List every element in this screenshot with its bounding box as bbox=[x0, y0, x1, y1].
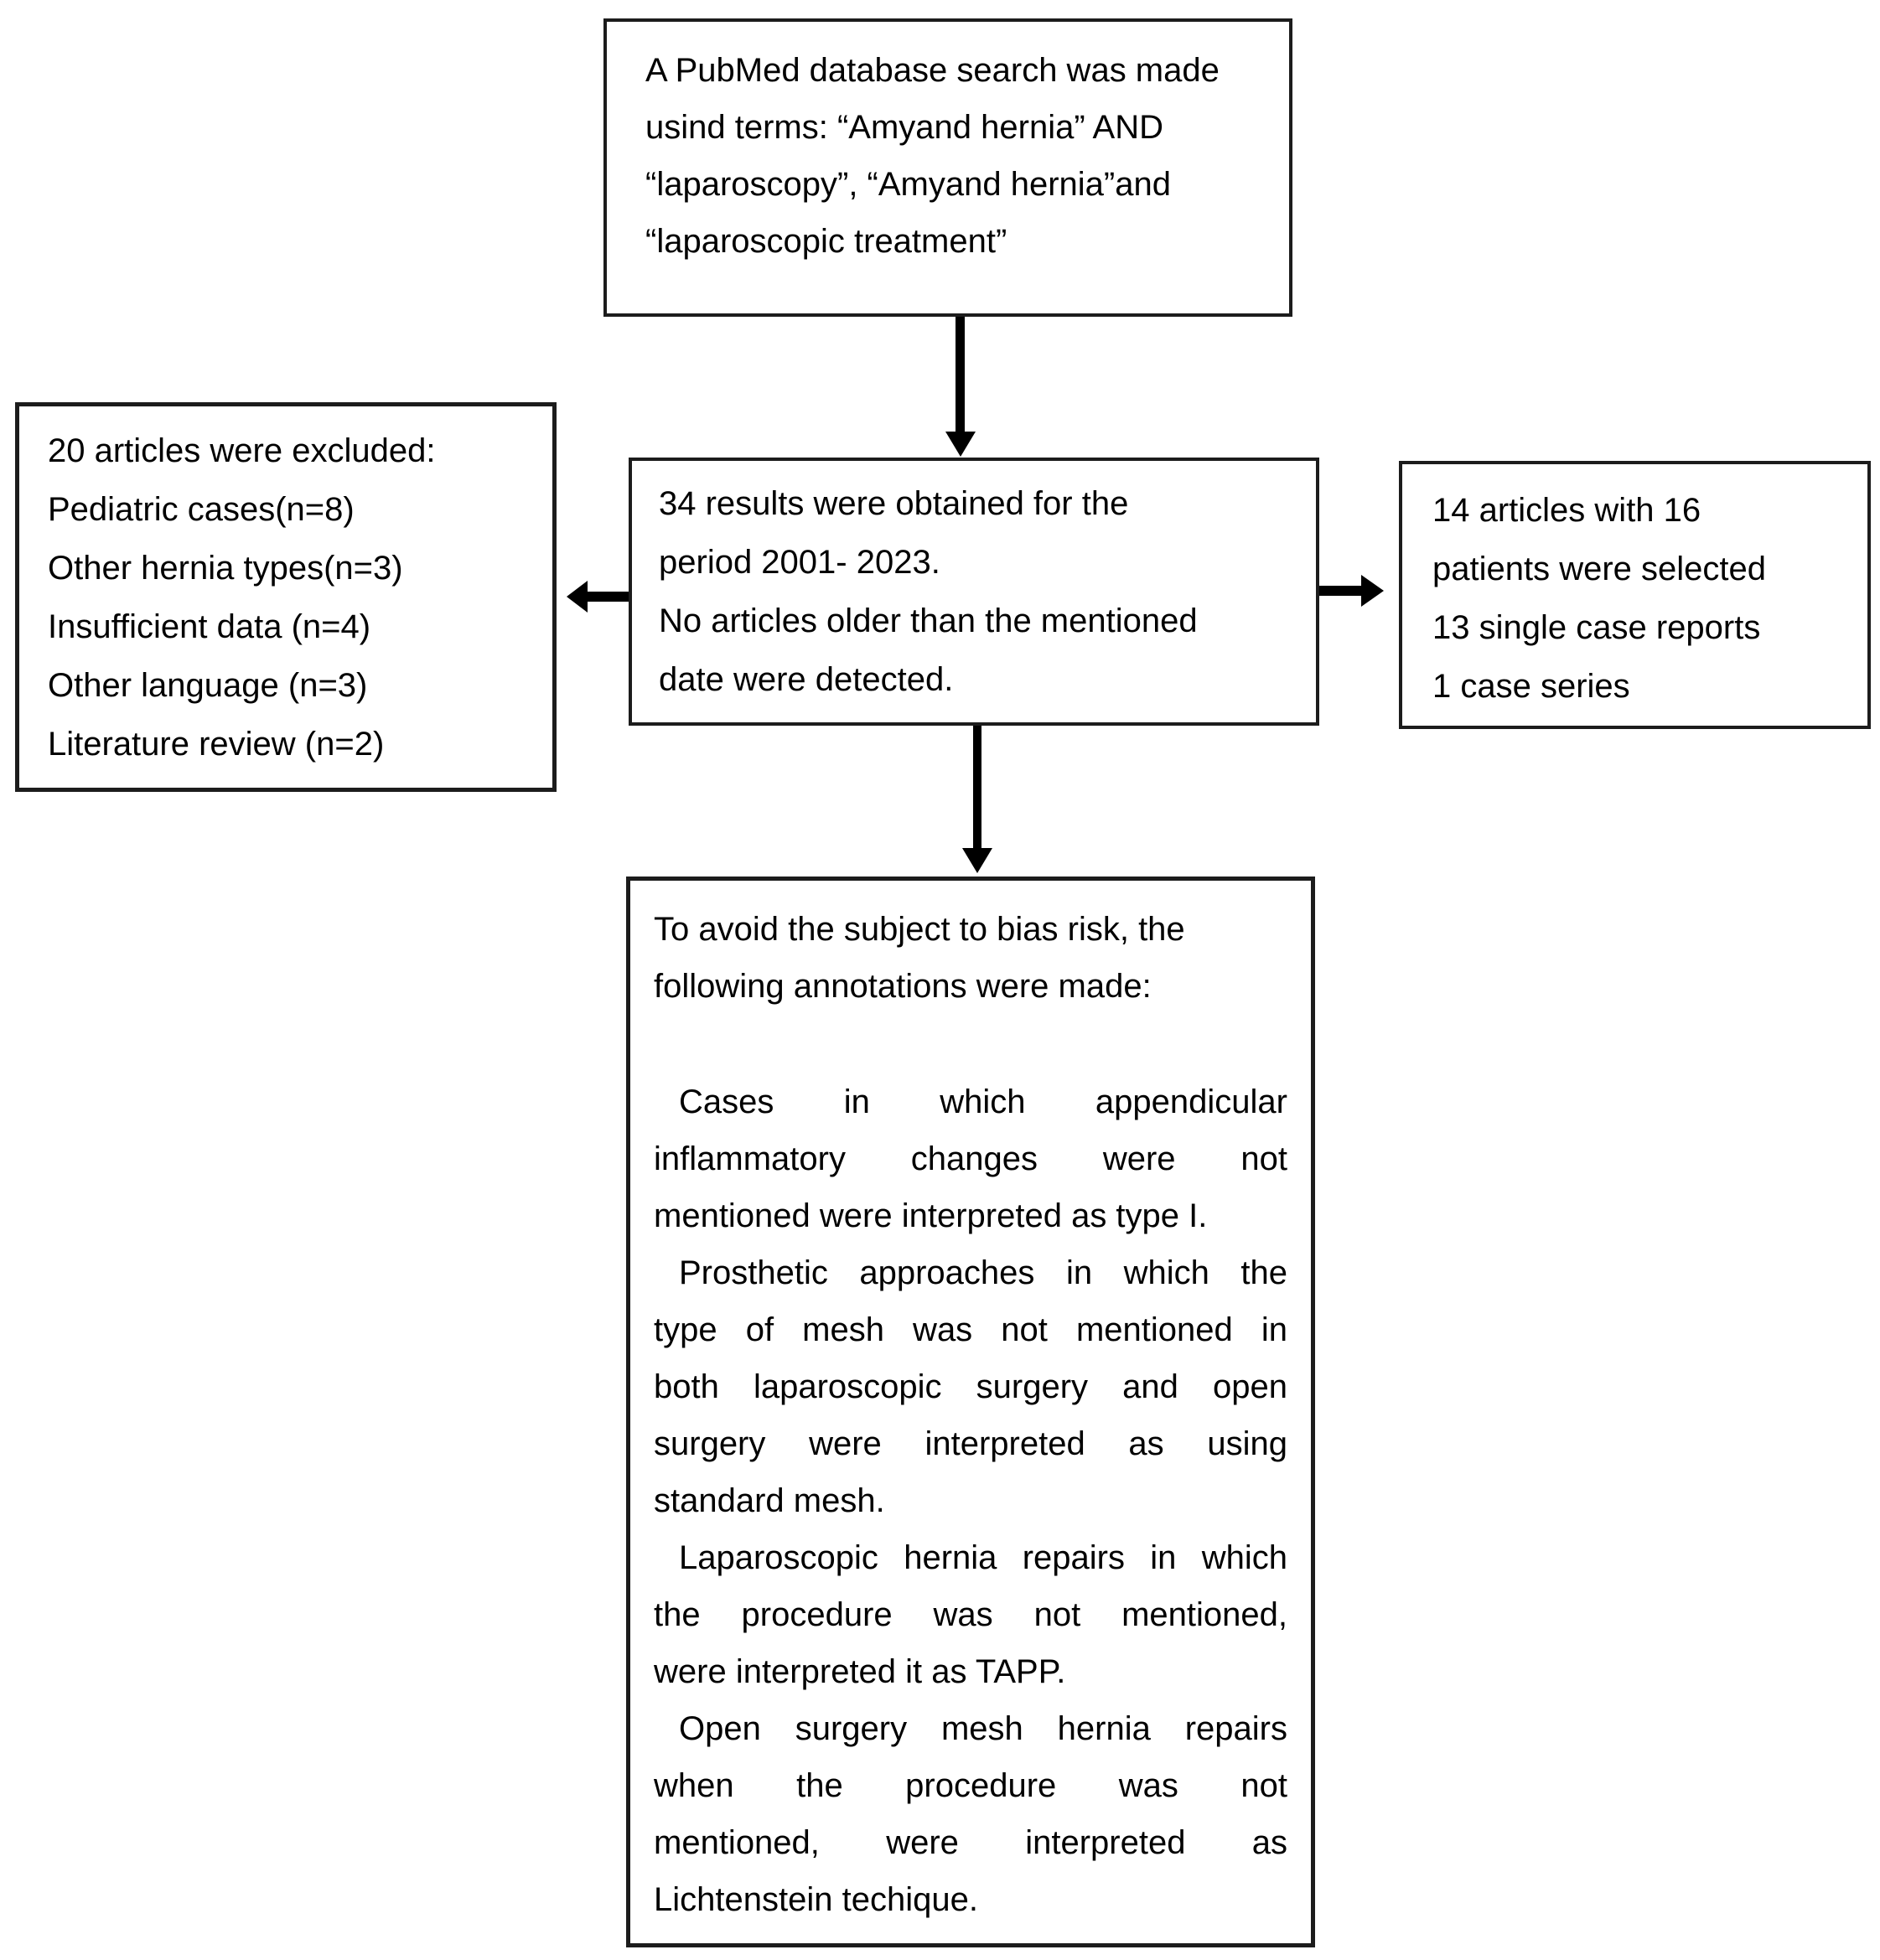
arrow-down-icon bbox=[962, 848, 992, 873]
text-line: Laparoscopic hernia repairs in which bbox=[679, 1539, 1287, 1576]
text-line: Other language (n=3) bbox=[48, 667, 368, 704]
arrow-results-to-annotations-shaft bbox=[973, 726, 981, 850]
text-line: mentioned, were interpreted as bbox=[654, 1824, 1287, 1861]
paragraph: Prosthetic approaches in which the type o… bbox=[654, 1244, 1287, 1529]
arrow-down-icon bbox=[945, 432, 976, 457]
text-line: Open surgery mesh hernia repairs bbox=[679, 1710, 1287, 1747]
annotations-paragraphs: Cases in which appendicular inflammatory … bbox=[654, 1073, 1287, 1928]
text-line: “laparoscopy”, “Amyand hernia”and bbox=[645, 166, 1171, 203]
text-line: “laparoscopic treatment” bbox=[645, 223, 1007, 260]
arrow-left-icon bbox=[567, 581, 588, 613]
text-line: A PubMed database search was made bbox=[645, 52, 1220, 89]
search-results-box: 34 results were obtained for the period 2… bbox=[629, 458, 1319, 726]
text-line: period 2001- 2023. bbox=[659, 544, 940, 581]
text-line: usind terms: “Amyand hernia” AND bbox=[645, 109, 1164, 146]
text-line: inflammatory changes were not bbox=[654, 1140, 1287, 1177]
text-line: Prosthetic approaches in which the bbox=[679, 1254, 1287, 1291]
paragraph: Laparoscopic hernia repairs in which the … bbox=[654, 1529, 1287, 1700]
selected-articles-box: 14 articles with 16 patients were selecte… bbox=[1399, 461, 1871, 729]
text-line: 34 results were obtained for the bbox=[659, 485, 1129, 522]
excluded-articles-box: 20 articles were excluded: Pediatric case… bbox=[15, 402, 557, 792]
paragraph: Cases in which appendicular inflammatory … bbox=[654, 1073, 1287, 1244]
arrow-search-to-results-shaft bbox=[956, 317, 965, 434]
text-line: Literature review (n=2) bbox=[48, 726, 385, 763]
text-line: when the procedure was not bbox=[654, 1767, 1287, 1804]
text-line: mentioned were interpreted as type I. bbox=[654, 1197, 1208, 1234]
text-line: 20 articles were excluded: bbox=[48, 432, 436, 469]
text-line: standard mesh. bbox=[654, 1482, 885, 1519]
text-line: 13 single case reports bbox=[1432, 609, 1761, 646]
text-line: Cases in which appendicular bbox=[679, 1083, 1287, 1120]
text-line: both laparoscopic surgery and open bbox=[654, 1368, 1287, 1405]
text-line: surgery were interpreted as using bbox=[654, 1425, 1287, 1462]
text-line: No articles older than the mentioned bbox=[659, 602, 1198, 639]
pubmed-search-box: A PubMed database search was made usind t… bbox=[603, 18, 1292, 317]
arrow-results-to-excluded-shaft bbox=[588, 592, 629, 602]
text-line: following annotations were made: bbox=[654, 968, 1152, 1005]
text-line: Insufficient data (n=4) bbox=[48, 608, 371, 645]
text-line: To avoid the subject to bias risk, the bbox=[654, 911, 1185, 948]
paragraph: Open surgery mesh hernia repairs when the… bbox=[654, 1700, 1287, 1928]
text-line: patients were selected bbox=[1432, 551, 1767, 587]
text-line: the procedure was not mentioned, bbox=[654, 1596, 1287, 1633]
arrow-results-to-selected-shaft bbox=[1319, 586, 1361, 596]
arrow-right-icon bbox=[1361, 575, 1384, 607]
text-line: Other hernia types(n=3) bbox=[48, 550, 403, 587]
bias-annotations-box: To avoid the subject to bias risk, the fo… bbox=[626, 877, 1315, 1947]
text-line: date were detected. bbox=[659, 661, 954, 698]
text-line: Pediatric cases(n=8) bbox=[48, 491, 355, 528]
text-line: Lichtenstein techique. bbox=[654, 1881, 978, 1918]
annotations-intro: To avoid the subject to bias risk, the fo… bbox=[654, 901, 1287, 1015]
text-line: were interpreted it as TAPP. bbox=[654, 1653, 1066, 1690]
text-line: 1 case series bbox=[1432, 668, 1630, 705]
text-line: type of mesh was not mentioned in bbox=[654, 1311, 1287, 1348]
text-line: 14 articles with 16 bbox=[1432, 492, 1701, 529]
